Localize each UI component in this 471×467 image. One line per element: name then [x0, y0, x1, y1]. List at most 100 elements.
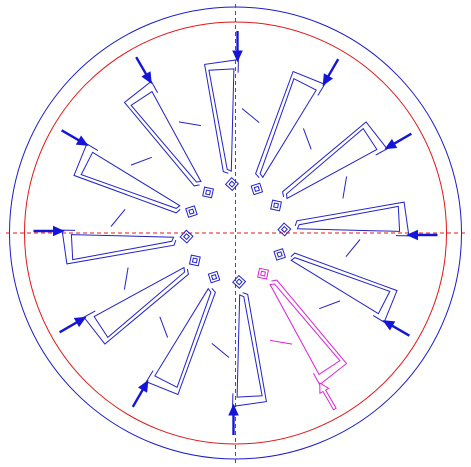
segment-arrow-4 [131, 379, 149, 408]
segment-bracket [271, 279, 348, 386]
arrow-head [73, 316, 87, 328]
segment-8 [123, 80, 214, 199]
segment-arrow-6 [33, 225, 65, 237]
segment-bracket [123, 80, 200, 187]
segment-link [302, 128, 312, 150]
arrow-head [232, 50, 243, 63]
segment-hole-inner [260, 270, 267, 277]
segment-link [211, 343, 230, 358]
segment-arrow-7 [60, 129, 89, 146]
segment-6 [61, 208, 194, 265]
segment-hole-inner [235, 278, 243, 286]
segment-link [241, 108, 260, 123]
segment-wedge [70, 234, 175, 261]
arrow-head [406, 229, 418, 241]
segment-hole-outer [224, 177, 240, 192]
segment-arrow-8 [135, 56, 152, 85]
segment-11 [270, 121, 388, 212]
segment-link [178, 121, 201, 127]
arrow-head [384, 138, 398, 150]
segments-layer [61, 59, 410, 407]
segment-link [130, 156, 152, 166]
segment-wedge [208, 68, 235, 172]
segment-hole-outer [250, 182, 264, 196]
segment-3 [211, 274, 267, 407]
segment-hole-outer [185, 205, 198, 218]
segment-link [345, 239, 361, 258]
segment-arrow-11 [384, 132, 413, 150]
segment-wedge [296, 205, 401, 232]
segment-hole-inner [188, 208, 195, 215]
segment-arrow-0 [406, 229, 438, 241]
segment-arrow-3 [228, 403, 239, 435]
segment-bracket [73, 143, 181, 214]
segment-0 [277, 201, 410, 258]
segment-link [270, 339, 293, 345]
arrow-head [382, 320, 396, 331]
arrows-layer [33, 31, 438, 435]
segment-hole-inner [210, 273, 218, 281]
segment-hole-outer [257, 267, 269, 280]
segment-hole-inner [273, 202, 280, 209]
segment-arrow-10 [322, 58, 340, 87]
segment-link [159, 316, 169, 338]
segment-bracket [255, 70, 326, 179]
arrow-head [53, 225, 65, 237]
segment-9 [204, 59, 260, 192]
segment-4 [145, 270, 221, 396]
segment-bracket [204, 59, 239, 174]
segment-hole-outer [188, 254, 201, 267]
segment-wedge [290, 257, 391, 315]
segment-hole-inner [191, 257, 198, 264]
base-layer [6, 4, 465, 463]
segment-bracket [145, 287, 216, 396]
segment-2 [257, 267, 348, 386]
segment-wedge [285, 127, 378, 200]
segment-hole-inner [276, 251, 283, 258]
segment-bracket [282, 121, 388, 198]
segment-bracket [294, 201, 410, 237]
segment-wedge [236, 294, 263, 398]
arrow-head [137, 379, 149, 393]
segment-hole-inner [228, 180, 236, 188]
segment-bracket [61, 229, 177, 265]
segment-hole-inner [205, 189, 212, 196]
segment-arrow-5 [58, 316, 87, 334]
segment-hole-inner [183, 233, 191, 241]
arrow-head [141, 71, 152, 85]
segment-1 [273, 248, 398, 323]
segment-wedge [269, 283, 341, 376]
segment-bracket [83, 268, 189, 345]
segment-wedge [80, 151, 181, 209]
arrow-head [322, 73, 334, 87]
segment-link [110, 208, 126, 227]
segment-bracket [290, 252, 398, 323]
arrow-head [319, 382, 337, 411]
segment-wedge [93, 266, 186, 339]
segment-hole-outer [232, 274, 247, 289]
segment-hole-outer [273, 248, 286, 261]
segment-bracket [232, 292, 267, 407]
segment-hole-outer [270, 199, 282, 212]
segment-hole-inner [280, 225, 288, 233]
segment-hole-outer [207, 270, 221, 284]
segment-arrow-1 [382, 320, 411, 337]
arrow-head [75, 135, 89, 146]
segment-10 [250, 70, 326, 196]
arrow-head [228, 403, 239, 416]
segment-5 [83, 254, 201, 345]
segment-link [342, 176, 348, 199]
segment-link [123, 267, 129, 290]
segment-wedge [154, 287, 212, 389]
segment-hole-inner [253, 185, 261, 193]
segment-arrow-9 [232, 31, 243, 63]
segment-arrow-2 [319, 382, 337, 411]
segment-hole-outer [277, 222, 292, 237]
segment-hole-outer [202, 186, 214, 199]
segment-wedge [259, 77, 317, 179]
segment-7 [73, 143, 198, 218]
segment-link [319, 300, 341, 310]
segment-wedge [130, 90, 202, 183]
